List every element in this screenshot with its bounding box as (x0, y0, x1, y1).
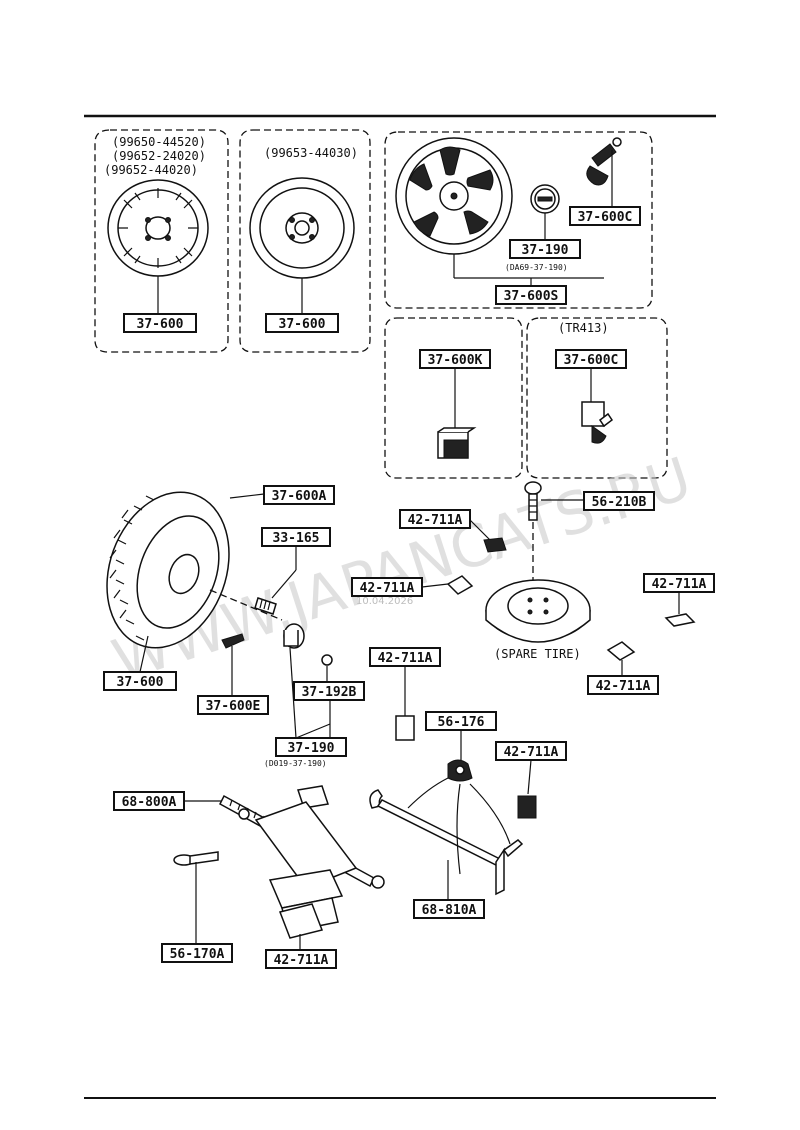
pad-4-icon (606, 641, 636, 661)
ornament-cap-icon (283, 623, 305, 649)
valve-tr413-part-label: 37-600C (564, 353, 619, 368)
pad-3-icon (664, 613, 696, 627)
steel-code: (99653-44030) (264, 146, 358, 160)
weight-part-label: 37-600E (206, 699, 261, 714)
spare-tire-icon (485, 579, 591, 643)
pad-1-icon (483, 537, 507, 553)
wheel-weight-icon (221, 633, 245, 649)
pad-label-7: 42-711A (274, 953, 329, 968)
nut-part-label: 37-192B (302, 685, 357, 700)
nut-icon (321, 654, 333, 666)
clip-icon (447, 759, 473, 782)
alloy-wheel-group: (99650-44520) (99652-24020) (99652-44020… (94, 129, 229, 353)
pad-6-icon (517, 795, 537, 819)
alloy-wheel-part-label: 37-600 (137, 317, 184, 332)
spare-tire-label: (SPARE TIRE) (494, 647, 581, 661)
pad-4-group: 42-711A (587, 641, 659, 695)
pad-label-1: 42-711A (408, 513, 463, 528)
cover-part-label: 37-600S (504, 289, 559, 304)
pad-label-5: 42-711A (378, 651, 433, 666)
lower-wheel-part-label: 37-600 (117, 675, 164, 690)
steel-wheel-part-label: 37-600 (279, 317, 326, 332)
jack-icon (219, 785, 385, 933)
tire-wheel-assembly: 37-600A 33-165 37-600 37-600E 37-192B (103, 485, 365, 768)
pad-2-icon (446, 575, 474, 595)
wheel-cover-group: 37-600C 37-190 (DA69-37-190) 37-600S (384, 131, 653, 309)
pad-1-group: 42-711A (399, 509, 507, 553)
spare-bolt-part-label: 56-210B (592, 495, 647, 510)
valve-tr413-group: (TR413) 37-600C (526, 317, 668, 479)
pad-6-group: 42-711A (495, 741, 567, 819)
handle-part-label: 68-810A (422, 903, 477, 918)
clip-part-label: 56-176 (438, 715, 485, 730)
steel-wheel-icon (249, 177, 355, 279)
jack-part-label: 68-800A (122, 795, 177, 810)
jack-handle-icon (369, 789, 524, 896)
alloy-code-3: (99652-44020) (104, 163, 198, 177)
snap-valve-icon (581, 401, 614, 444)
wheel-cover-icon (395, 137, 513, 255)
valve-stem-icon (586, 137, 622, 186)
balance-weight-icon (437, 427, 477, 459)
balance-weight-group: 37-600K (384, 317, 523, 479)
pad-label-6: 42-711A (504, 745, 559, 760)
weight-kit-part-label: 37-600K (428, 353, 483, 368)
pad-2-group: 42-711A (351, 575, 474, 597)
pad-label-3: 42-711A (652, 577, 707, 592)
pad-5-icon (395, 715, 415, 741)
tire-icon (106, 491, 230, 649)
valve-variant-label: (TR413) (558, 321, 609, 335)
center-cap-icon (530, 184, 560, 214)
steel-wheel-group: (99653-44030) 37-600 (239, 129, 371, 353)
cap-part-label: 37-190 (522, 243, 569, 258)
jack-pad-icon (278, 903, 324, 939)
watermark-code: 10.04.2026 (356, 596, 413, 607)
handle-clip-group: 56-176 68-810A (369, 711, 524, 919)
valve-part-label: 37-600C (578, 210, 633, 225)
ornament-sub-label: (D019-37-190) (264, 759, 327, 768)
jack-bolt-icon (173, 851, 219, 866)
pad-3-group: 42-711A (643, 573, 715, 627)
jack-bolt-part-label: 56-170A (170, 947, 225, 962)
cap-sub-label: (DA69-37-190) (505, 263, 568, 272)
jack-group: 68-800A 56-170A 42-711A (113, 785, 385, 969)
pad-label-4: 42-711A (596, 679, 651, 694)
alloy-wheel-icon (107, 179, 209, 277)
alloy-code-1: (99650-44520) (112, 135, 206, 149)
tire-part-label: 37-600A (272, 489, 327, 504)
pad-5-group: 42-711A (369, 647, 441, 741)
alloy-code-2: (99652-24020) (112, 149, 206, 163)
spare-tire-group: 56-210B (SPARE TIRE) (485, 481, 655, 661)
pad-label-2: 42-711A (360, 581, 415, 596)
stud-part-label: 33-165 (273, 531, 320, 546)
ornament-part-label: 37-190 (288, 741, 335, 756)
spare-bolt-icon (524, 481, 542, 521)
hub-stud-icon (254, 597, 277, 615)
